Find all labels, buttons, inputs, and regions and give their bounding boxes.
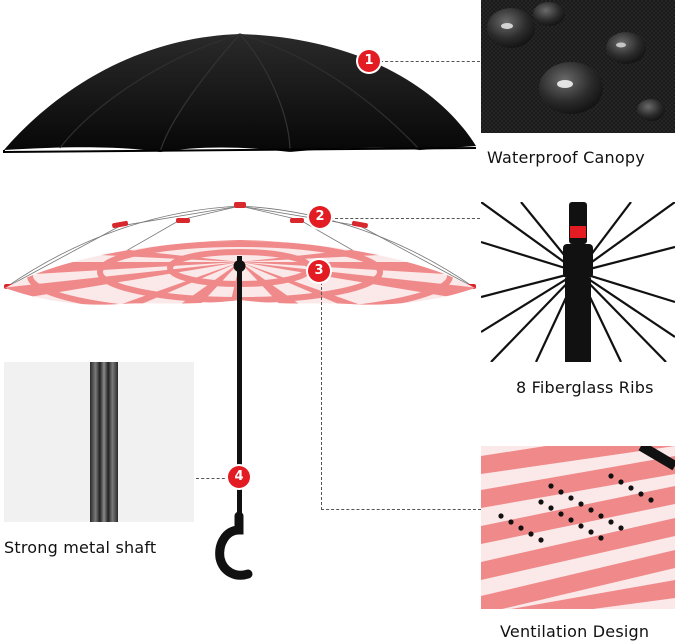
umbrella-open-view bbox=[0, 196, 480, 591]
callout-line-3-vertical bbox=[321, 282, 322, 510]
feature-marker-4: 4 bbox=[228, 466, 250, 488]
waterproof-canopy-label: Waterproof Canopy bbox=[487, 148, 645, 167]
metal-shaft-inset bbox=[4, 362, 194, 522]
umbrella-top-view bbox=[0, 28, 480, 158]
fiberglass-ribs-label: 8 Fiberglass Ribs bbox=[516, 378, 654, 397]
fiberglass-ribs-inset bbox=[481, 202, 675, 362]
callout-line-3-horizontal bbox=[321, 509, 481, 510]
waterproof-canopy-inset bbox=[481, 0, 675, 133]
feature-marker-1: 1 bbox=[358, 50, 380, 72]
callout-line-4 bbox=[196, 478, 230, 479]
feature-marker-2: 2 bbox=[309, 206, 331, 228]
ventilation-design-label: Ventilation Design bbox=[500, 622, 650, 641]
callout-line-2 bbox=[330, 218, 480, 219]
ventilation-inset bbox=[481, 446, 675, 609]
feature-marker-3: 3 bbox=[308, 260, 330, 282]
callout-line-1 bbox=[380, 61, 480, 62]
metal-shaft-label: Strong metal shaft bbox=[4, 538, 157, 557]
